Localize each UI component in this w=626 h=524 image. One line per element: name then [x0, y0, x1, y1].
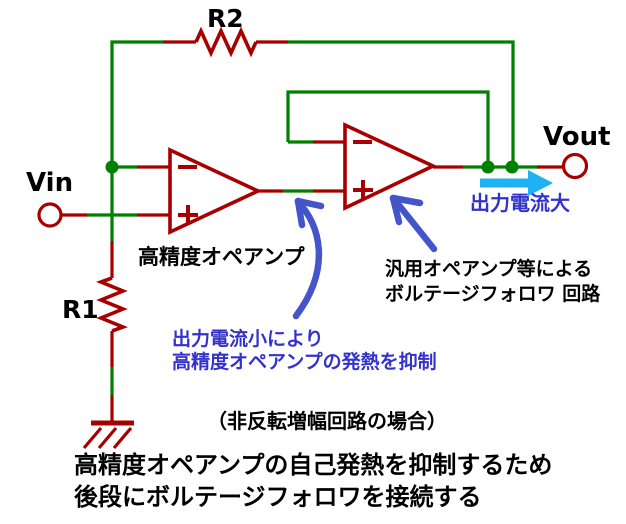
- junction-dot-feedback: [505, 160, 519, 174]
- wire-follower-feedback: [286, 90, 490, 167]
- opamp1-precision: [168, 147, 263, 235]
- wire-feedback-left: [110, 40, 163, 241]
- vin-label: Vin: [26, 168, 74, 198]
- r1-label: R1: [62, 295, 99, 324]
- opamp1-triangle: [168, 147, 263, 235]
- vout-terminal: [561, 152, 589, 180]
- vin-terminal: [37, 202, 63, 228]
- output-current-large-note: 出力電流大: [470, 191, 570, 215]
- straight-arrow-icon: [389, 194, 438, 253]
- opamp2-caption-line2: ボルテージフォロワ 回路: [385, 283, 601, 305]
- r2-label: R2: [207, 4, 244, 33]
- vout-label: Vout: [543, 122, 611, 152]
- output-current-small-note-line1: 出力電流小により: [172, 328, 324, 350]
- output-current-small-note-line2: 高精度オペアンプの発熱を抑制: [172, 351, 437, 373]
- opamp1-caption: 高精度オペアンプ: [138, 245, 305, 269]
- junction-dot-follower: [481, 160, 495, 174]
- wire-network: [61, 40, 564, 421]
- resistor-r2-symbol: [194, 26, 258, 58]
- curved-arrow-icon: [292, 197, 325, 320]
- footer-line1: 高精度オペアンプの自己発熱を抑制するため: [74, 451, 553, 479]
- current-arrow-icon: [480, 170, 553, 196]
- footer-line2: 後段にボルテージフォロワを接続する: [74, 483, 482, 511]
- opamp2-follower: [343, 122, 438, 211]
- junction-dot-inv1: [105, 160, 119, 174]
- ground-symbol: [82, 420, 134, 450]
- resistor-r1-symbol: [96, 276, 128, 333]
- case-note: （非反転増幅回路の場合）: [207, 409, 447, 433]
- opamp2-caption-line1: 汎用オペアンプ等による: [385, 258, 593, 280]
- opamp2-triangle: [343, 122, 438, 211]
- wire-feedback-right: [288, 40, 515, 167]
